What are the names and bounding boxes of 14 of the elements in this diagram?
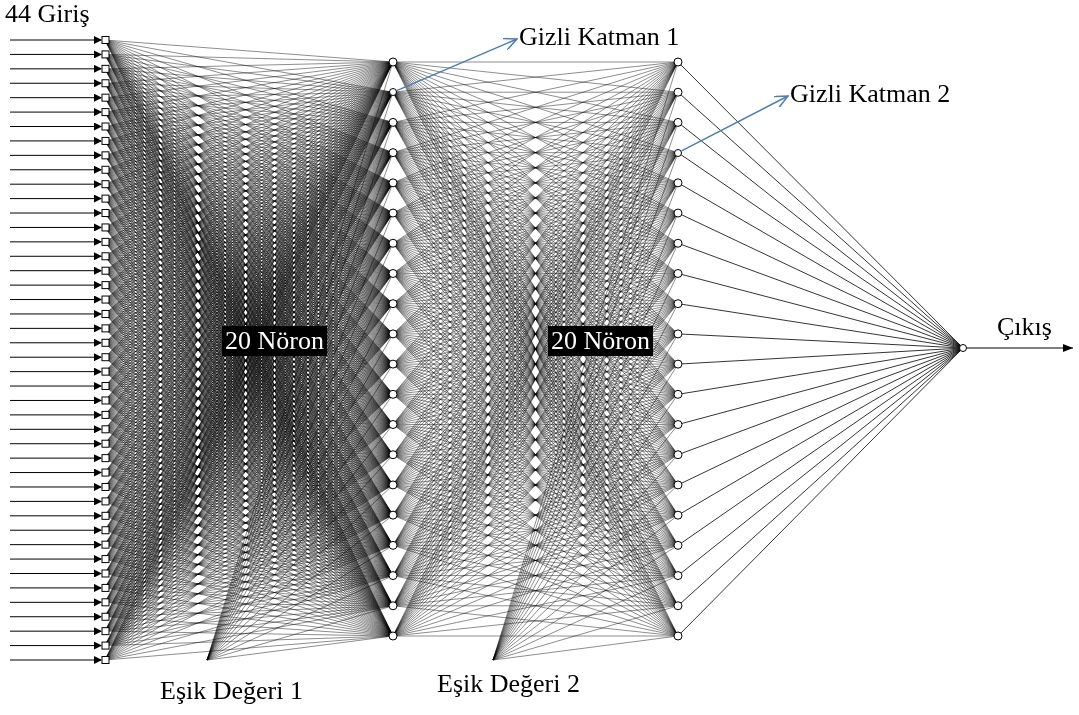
hidden-neuron xyxy=(674,148,682,157)
bias-label: Eşik Değeri 2 xyxy=(437,669,580,699)
hidden-neuron xyxy=(389,88,397,97)
hidden-layer-label: Gizli Katman 1 xyxy=(519,22,680,52)
arrow xyxy=(395,37,518,92)
output-label: Çıkış xyxy=(997,312,1073,348)
output-neuron xyxy=(959,344,967,352)
bias-label: Eşik Değeri 1 xyxy=(160,676,303,706)
input-layer-label: 44 Giriş xyxy=(5,0,90,29)
hidden-layer-label: Gizli Katman 2 xyxy=(790,79,951,109)
neuron-count-label: 20 Nöron xyxy=(222,326,327,356)
arrow xyxy=(966,344,1074,352)
arrow xyxy=(680,95,789,152)
neuron-count-label: 20 Nöron xyxy=(548,326,653,356)
